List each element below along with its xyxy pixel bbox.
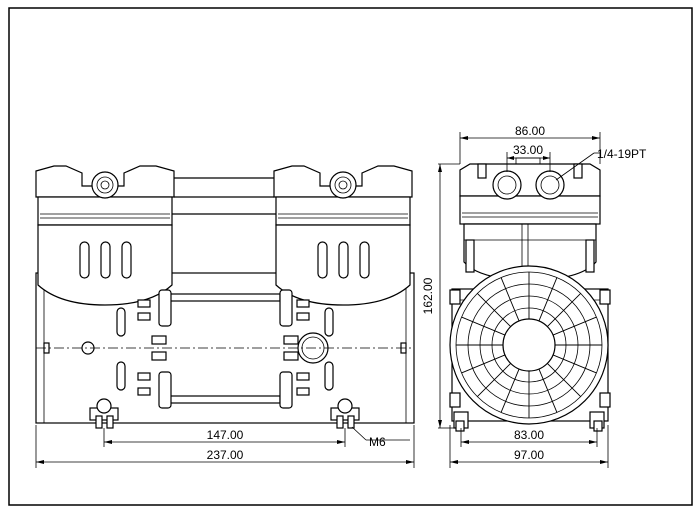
dim-height: 162.00 xyxy=(421,277,435,314)
side-view xyxy=(449,157,611,432)
fan-spoke xyxy=(552,354,597,374)
m6-callout: M6 xyxy=(369,435,386,449)
drawing-border xyxy=(8,7,693,506)
fan-guard xyxy=(449,265,609,425)
fan-spoke xyxy=(552,316,597,336)
front-view xyxy=(35,165,415,429)
fan-spoke xyxy=(461,354,506,374)
ports xyxy=(492,170,565,200)
front-dimensions: 147.00 237.00 M6 xyxy=(35,425,415,468)
fan-spoke xyxy=(500,368,520,413)
port-leader xyxy=(555,152,595,181)
m6-leader xyxy=(351,426,367,441)
fan-spoke xyxy=(477,293,511,327)
fan-spoke xyxy=(477,363,511,397)
dim-overall-length: 237.00 xyxy=(207,448,244,462)
side-dimensions: 86.00 33.00 1/4-19PT 162.00 83.00 97.00 xyxy=(421,124,647,468)
port-thread-callout: 1/4-19PT xyxy=(597,147,647,161)
dim-top-width: 86.00 xyxy=(515,124,545,138)
fan-spoke xyxy=(500,277,520,322)
housing-slots xyxy=(116,299,334,396)
fan-spoke xyxy=(547,363,581,397)
connecting-rods xyxy=(158,289,293,409)
dim-port-spacing: 33.00 xyxy=(513,143,543,157)
right-pump-head xyxy=(273,165,413,306)
fan-spoke xyxy=(538,277,558,322)
left-pump-head xyxy=(35,165,175,306)
fan-spoke xyxy=(547,293,581,327)
dim-overall-width: 97.00 xyxy=(514,448,544,462)
fan-spoke xyxy=(461,316,506,336)
fan-spoke xyxy=(538,368,558,413)
dim-mount-spacing-side: 83.00 xyxy=(514,428,544,442)
mounting-feet xyxy=(89,398,360,429)
dim-mount-spacing: 147.00 xyxy=(207,428,244,442)
